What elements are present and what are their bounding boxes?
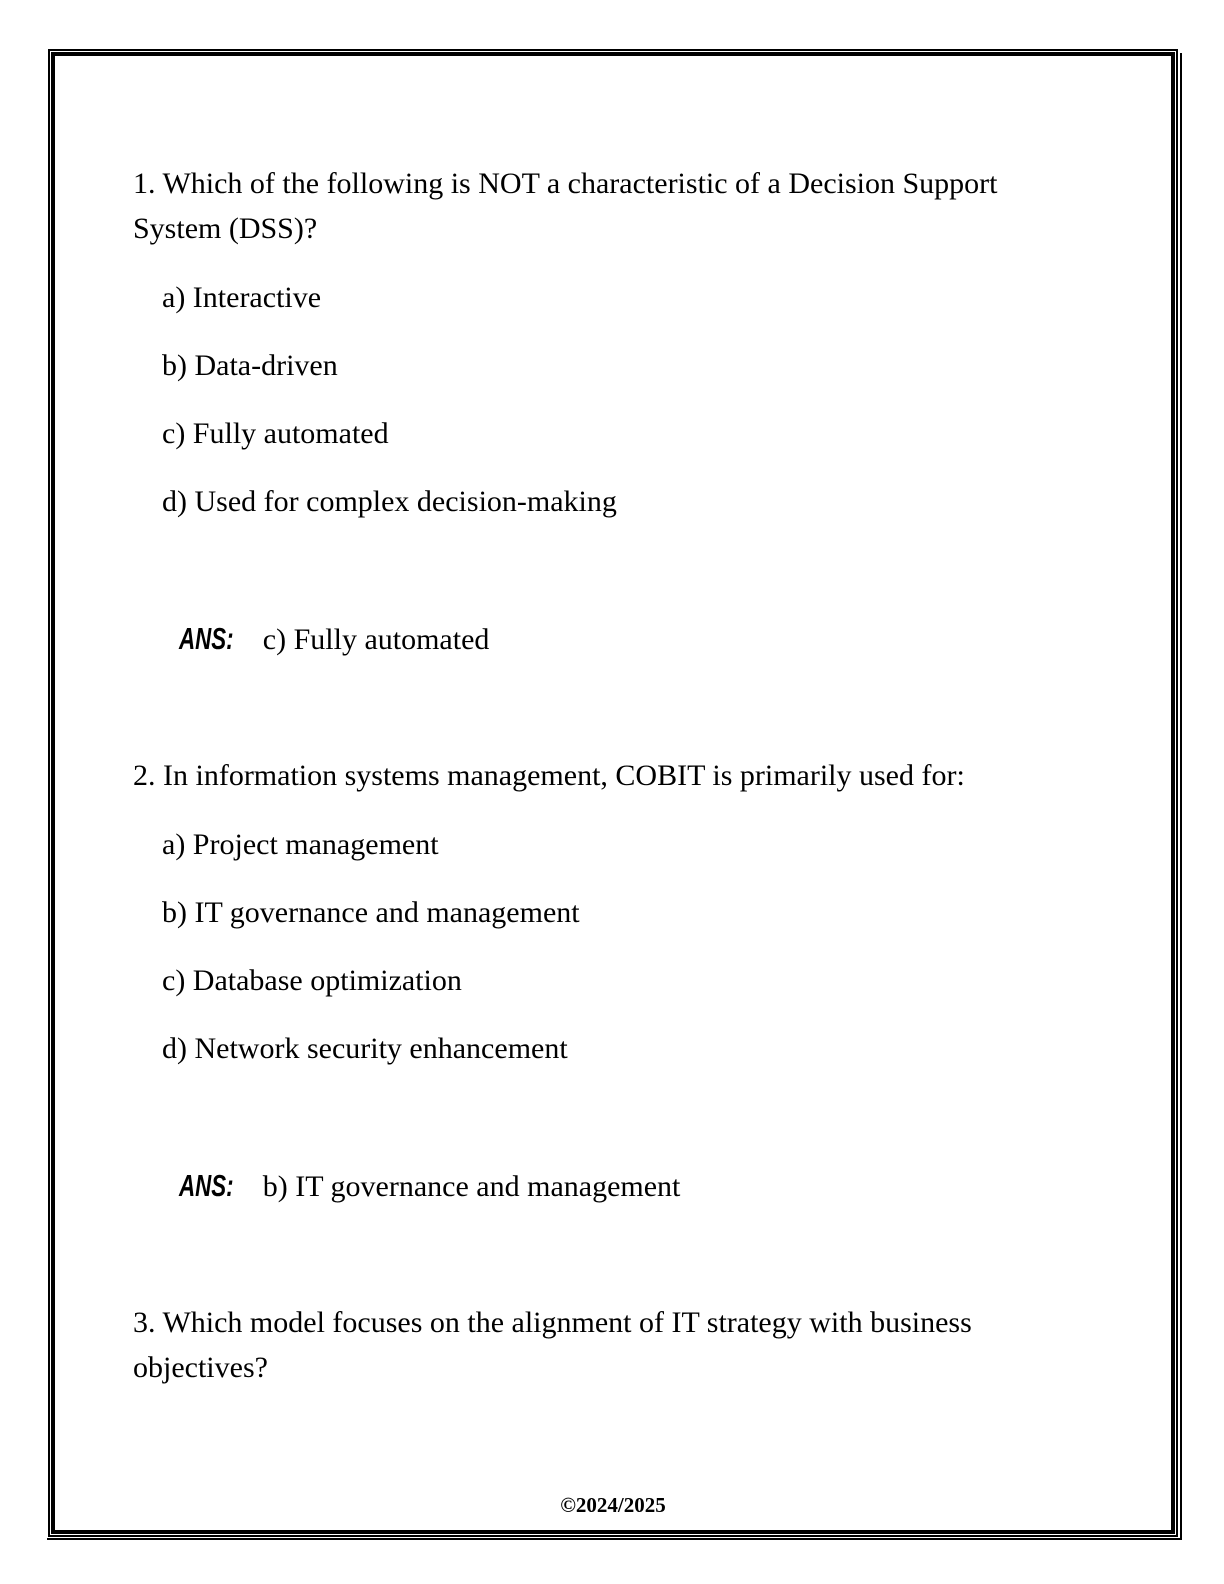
question-2-option-b: b) IT governance and management	[162, 896, 580, 929]
border-shadow-bottom	[47, 1538, 1182, 1540]
question-2-text: 2. In information systems management, CO…	[133, 759, 965, 792]
ans-label: ANS:	[179, 1168, 234, 1203]
question-1-option-d: d) Used for complex decision-making	[162, 485, 617, 518]
page-border-outer	[48, 49, 1178, 1537]
page-border-inner	[51, 52, 1175, 1534]
border-shadow-right	[1180, 53, 1182, 1540]
question-1-option-b: b) Data-driven	[162, 349, 338, 382]
page-content: 1. Which of the following is NOT a chara…	[56, 56, 1170, 1414]
question-2-option-a: a) Project management	[162, 828, 439, 861]
question-2-option-d: d) Network security enhancement	[162, 1032, 568, 1065]
ans-label: ANS:	[179, 621, 234, 656]
question-1-option-a: a) Interactive	[162, 281, 322, 314]
question-2-answer: b) IT governance and management	[262, 1170, 681, 1203]
question-1-option-c: c) Fully automated	[162, 417, 389, 450]
question-1-answer-line: ANS: c) Fully automated	[179, 616, 1078, 662]
question-2-option-c: c) Database optimization	[162, 964, 462, 997]
question-2-answer-line: ANS: b) IT governance and management	[179, 1163, 1078, 1209]
page-footer-copyright: ©2024/2025	[560, 1493, 666, 1517]
question-1-text: 1. Which of the following is NOT a chara…	[133, 167, 998, 245]
question-1-answer: c) Fully automated	[262, 623, 490, 656]
question-3-text: 3. Which model focuses on the alignment …	[133, 1306, 972, 1384]
